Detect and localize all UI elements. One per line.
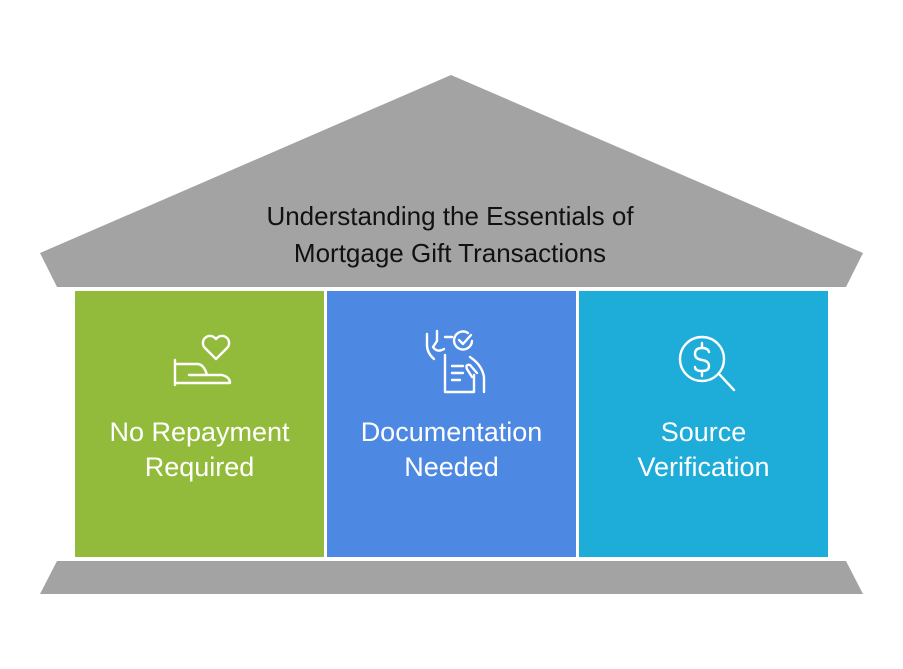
- pillar-label: No Repayment Required: [109, 417, 290, 482]
- pillar-documentation: Documentation Needed: [327, 291, 576, 557]
- title-line-2: Mortgage Gift Transactions: [293, 238, 607, 268]
- base: [40, 561, 863, 594]
- roof: [40, 75, 863, 287]
- diagram-title: Understanding the Essentials of Mortgage…: [150, 198, 750, 272]
- document-check-icon: [425, 329, 485, 394]
- title-line-1: Understanding the Essentials of: [266, 201, 634, 231]
- dollar-search-icon: [678, 335, 735, 392]
- pillar-no-repayment: No Repayment Required: [75, 291, 324, 557]
- hand-heart-icon: [173, 334, 231, 387]
- pillar-label: Documentation Needed: [360, 417, 543, 482]
- pillar-source-verification: Source Verification: [579, 291, 828, 557]
- pillar-label: Source Verification: [637, 417, 770, 482]
